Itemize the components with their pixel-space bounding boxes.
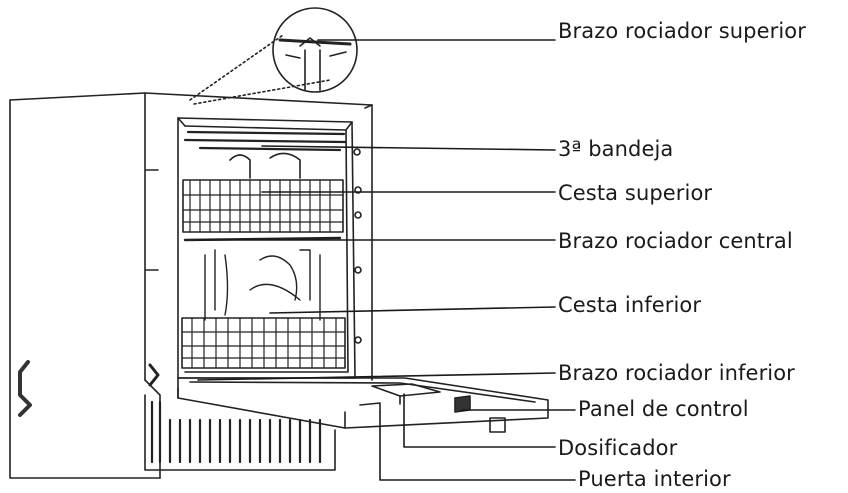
leader-lower-basket <box>269 306 556 314</box>
label-third-tray: 3ª bandeja <box>558 137 674 161</box>
third-tray-drawing <box>183 130 347 152</box>
leader-dispenser <box>403 393 556 448</box>
inner-tub <box>177 117 362 379</box>
label-control-panel: Panel de control <box>578 397 749 421</box>
upper-basket-drawing <box>182 152 344 233</box>
leader-lines <box>197 39 576 481</box>
leader-third-tray <box>261 145 556 151</box>
label-upper-spray-arm: Brazo rociador superior <box>558 19 806 43</box>
open-door <box>177 377 549 433</box>
label-upper-basket: Cesta superior <box>558 181 713 205</box>
magnifier-inset <box>189 7 358 105</box>
lower-basket-drawing <box>181 317 346 369</box>
label-lower-spray-arm: Brazo rociador inferior <box>558 361 795 385</box>
leader-inner-door <box>379 411 576 481</box>
label-lower-basket: Cesta inferior <box>558 293 702 317</box>
label-inner-door: Puerta interior <box>578 467 731 491</box>
lower-rack-tines <box>204 249 321 321</box>
label-dispenser: Dosificador <box>558 436 678 460</box>
cabinet <box>9 92 373 479</box>
label-middle-spray-arm: Brazo rociador central <box>558 229 793 253</box>
leader-lower-spray-arm <box>197 372 556 381</box>
